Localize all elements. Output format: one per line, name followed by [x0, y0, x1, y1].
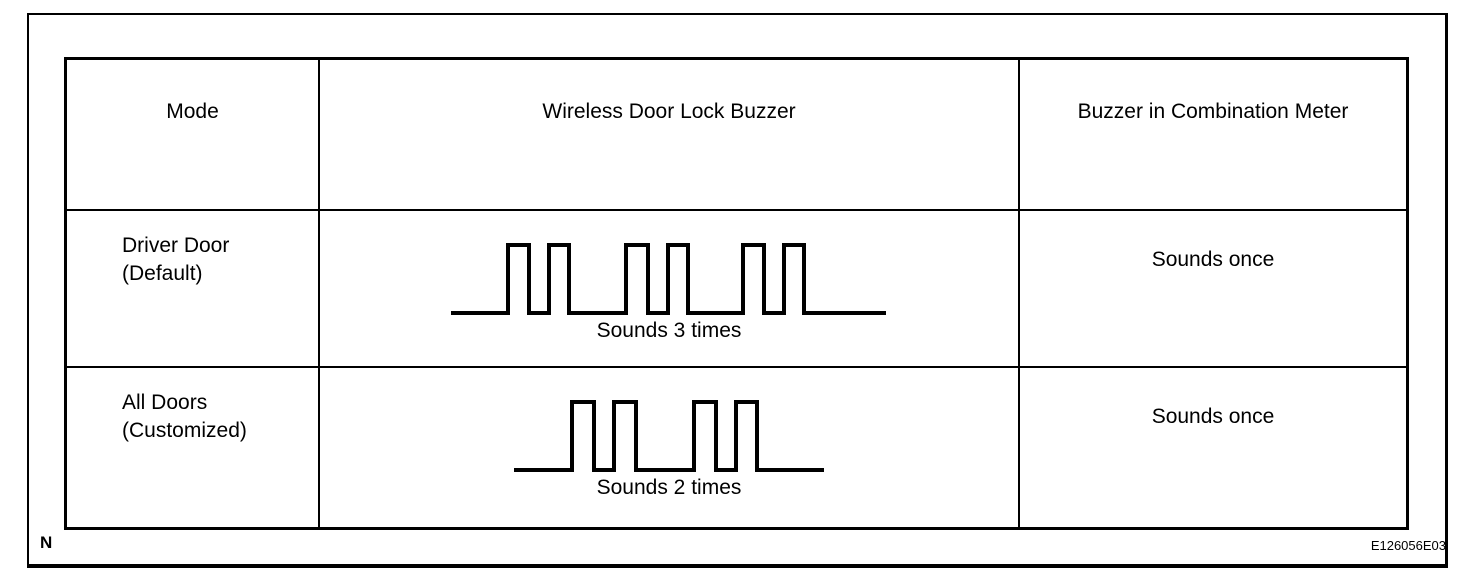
waveform-caption-3-times: Sounds 3 times	[596, 319, 742, 342]
buzzer-waveform-3-times-diagram	[451, 243, 886, 315]
cell-waveform-all-doors: Sounds 2 times	[320, 368, 1020, 527]
cell-waveform-driver-door: Sounds 3 times	[320, 211, 1020, 368]
buzzer-waveform-2-times-diagram	[514, 400, 824, 472]
cell-mode-all-doors: All Doors (Customized)	[67, 368, 320, 527]
figure-code: E126056E03	[1370, 538, 1446, 553]
cell-meter-driver-door: Sounds once	[1020, 211, 1406, 368]
cell-mode-driver-door: Driver Door (Default)	[67, 211, 320, 368]
buzzer-mode-table: Mode Wireless Door Lock Buzzer Buzzer in…	[64, 57, 1409, 530]
header-wireless-door-lock-buzzer: Wireless Door Lock Buzzer	[320, 60, 1020, 211]
header-buzzer-in-combination-meter: Buzzer in Combination Meter	[1020, 60, 1406, 211]
header-mode: Mode	[67, 60, 320, 211]
cell-meter-all-doors: Sounds once	[1020, 368, 1406, 527]
note-marker: N	[40, 533, 53, 552]
waveform-caption-2-times: Sounds 2 times	[596, 476, 742, 499]
